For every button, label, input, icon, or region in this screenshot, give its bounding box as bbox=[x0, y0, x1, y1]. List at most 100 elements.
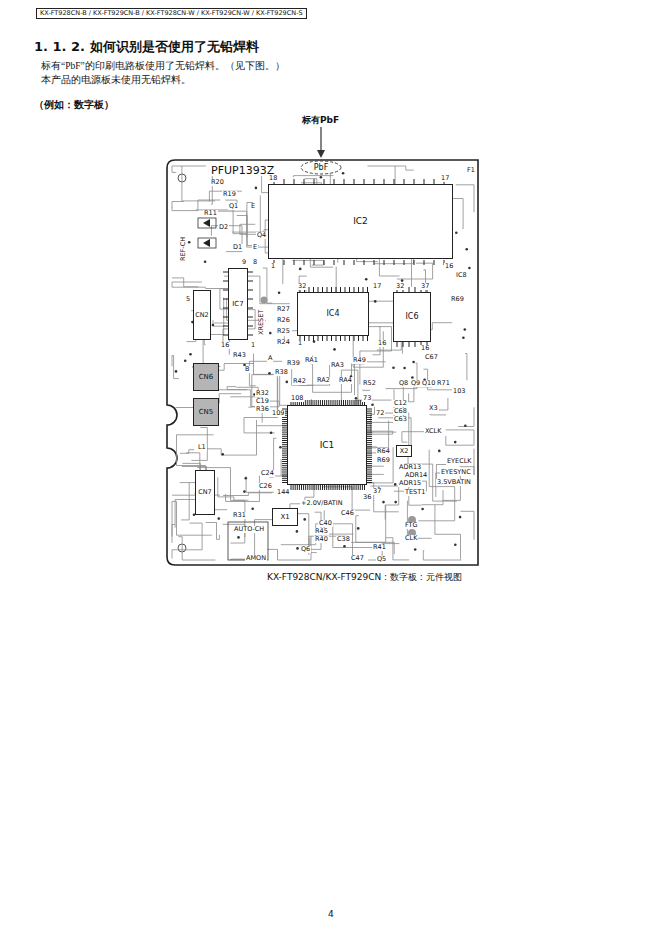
connector-block: CN6 bbox=[193, 363, 219, 391]
component-label: Q1 bbox=[228, 203, 239, 210]
ic-pin bbox=[367, 467, 372, 468]
via bbox=[333, 348, 336, 351]
component-label: C63 bbox=[393, 416, 408, 423]
ic-pin bbox=[318, 336, 319, 341]
component-label: Q6 bbox=[300, 546, 311, 553]
ic-pin bbox=[318, 485, 319, 490]
copper-trace bbox=[172, 166, 206, 172]
via bbox=[401, 279, 404, 282]
copper-trace bbox=[223, 493, 272, 496]
via bbox=[204, 260, 207, 263]
ic-pin bbox=[367, 440, 372, 441]
copper-trace bbox=[226, 476, 291, 502]
connector-outline: CN2 bbox=[193, 290, 211, 340]
ic-pin bbox=[349, 485, 350, 490]
ic-pin bbox=[299, 485, 300, 490]
ic-pin bbox=[367, 461, 372, 462]
ic-pin bbox=[367, 417, 372, 418]
ic-pin bbox=[367, 419, 372, 420]
component-label: 18 bbox=[268, 175, 278, 182]
ic-pin bbox=[364, 260, 365, 265]
pbf-mark: PbF bbox=[300, 160, 342, 175]
component-label: Q5 bbox=[376, 556, 387, 563]
ic-pin bbox=[248, 281, 253, 282]
ic-pin bbox=[336, 336, 337, 341]
node-label: IC6 bbox=[405, 313, 418, 321]
copper-trace bbox=[172, 525, 175, 543]
component-label: A bbox=[267, 355, 273, 362]
component-label: 37 bbox=[420, 283, 430, 290]
ic-pin bbox=[345, 485, 346, 490]
via bbox=[414, 548, 417, 551]
node-label: IC2 bbox=[353, 217, 368, 226]
node-label: IC1 bbox=[320, 441, 335, 450]
component-label: R49 bbox=[352, 357, 367, 364]
ic-pin bbox=[358, 336, 359, 341]
component-label: PFUP1393Z bbox=[210, 165, 275, 176]
ic-pin bbox=[327, 336, 328, 341]
via bbox=[189, 353, 192, 356]
ic-outline: IC2 bbox=[268, 184, 453, 259]
via bbox=[255, 187, 258, 190]
ic-pin bbox=[394, 260, 395, 265]
via bbox=[392, 366, 395, 369]
via bbox=[303, 518, 306, 521]
ic-pin bbox=[248, 308, 253, 309]
component-label: R25 bbox=[276, 328, 291, 335]
via bbox=[218, 517, 221, 520]
component-label: C24 bbox=[260, 470, 275, 477]
component-label: C46 bbox=[340, 510, 355, 517]
ic-pin bbox=[409, 342, 410, 347]
copper-trace bbox=[267, 536, 311, 560]
via bbox=[243, 490, 246, 493]
via bbox=[342, 172, 345, 175]
via bbox=[411, 376, 414, 379]
ic-pin bbox=[358, 485, 359, 490]
ic-pin bbox=[367, 421, 372, 422]
via bbox=[175, 370, 178, 373]
component-label: C12 bbox=[393, 400, 408, 407]
board-outline bbox=[167, 160, 478, 565]
component-label: C26 bbox=[258, 483, 273, 490]
ic-pin bbox=[367, 455, 372, 456]
component-label: 9 bbox=[241, 259, 247, 266]
ic-pin bbox=[248, 290, 253, 291]
component-label: R20 bbox=[210, 179, 225, 186]
component-label: E bbox=[252, 244, 258, 251]
ic-pin bbox=[414, 260, 415, 265]
ic-pin bbox=[367, 432, 372, 433]
copper-trace bbox=[333, 525, 372, 548]
component-label: Q8 bbox=[398, 380, 409, 387]
diode-outline bbox=[198, 218, 216, 228]
via bbox=[421, 508, 424, 511]
component-label: R19 bbox=[222, 191, 237, 198]
component-label: RA2 bbox=[316, 377, 331, 384]
diode-outline bbox=[198, 238, 216, 248]
copper-trace bbox=[176, 406, 195, 408]
component-label: C67 bbox=[424, 354, 439, 361]
component-label: 72 bbox=[375, 410, 385, 417]
component-label: IC8 bbox=[455, 272, 468, 279]
ic-pin bbox=[367, 451, 372, 452]
ic-pin bbox=[354, 260, 355, 265]
ic-pin bbox=[384, 260, 385, 265]
component-label: REF-CH bbox=[180, 236, 187, 262]
ic-pin bbox=[301, 485, 302, 490]
ic-pin bbox=[349, 336, 350, 341]
ic-pin bbox=[313, 336, 314, 341]
component-label: R26 bbox=[276, 317, 291, 324]
via bbox=[394, 501, 397, 504]
ic-pin bbox=[367, 469, 372, 470]
via bbox=[455, 232, 458, 235]
copper-trace bbox=[356, 516, 394, 554]
copper-trace bbox=[178, 537, 215, 560]
component-label: FTG bbox=[404, 522, 419, 529]
ic-pin bbox=[303, 485, 304, 490]
ic-pin bbox=[312, 485, 313, 490]
test-point bbox=[261, 297, 268, 304]
figure-caption: KX-FT928CN/KX-FT929CN : 数字板 : 元件视图 bbox=[266, 573, 463, 582]
component-label: R42 bbox=[292, 378, 307, 385]
ic-pin bbox=[326, 485, 327, 490]
ic-pin bbox=[367, 442, 372, 443]
ic-pin bbox=[362, 485, 363, 490]
